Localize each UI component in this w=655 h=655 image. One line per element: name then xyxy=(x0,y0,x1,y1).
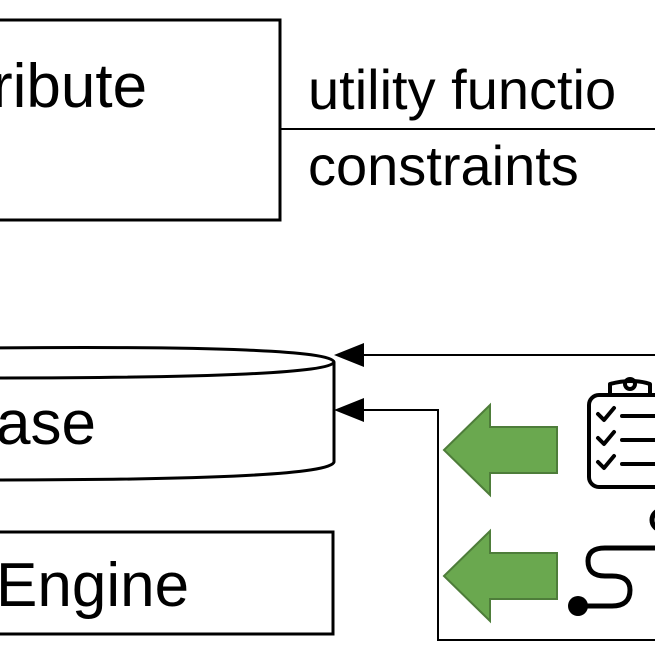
route-path-icon xyxy=(568,509,655,616)
engine-box xyxy=(0,530,335,636)
green-left-arrow-icon xyxy=(442,528,558,624)
arrowhead-top xyxy=(334,343,364,367)
clipboard-checklist-icon xyxy=(587,377,655,489)
attribute-box-label: ribute xyxy=(0,52,148,121)
database-cylinder xyxy=(0,346,336,482)
connector-inputs xyxy=(362,409,655,641)
attribute-box xyxy=(0,18,282,222)
engine-label: Engine xyxy=(0,551,190,620)
arrowhead-middle xyxy=(334,398,364,422)
database-label: ase xyxy=(0,389,96,458)
utility-function-label: utility functio xyxy=(308,58,617,121)
green-left-arrow-icon xyxy=(442,402,558,498)
constraints-label: constraints xyxy=(308,134,579,197)
